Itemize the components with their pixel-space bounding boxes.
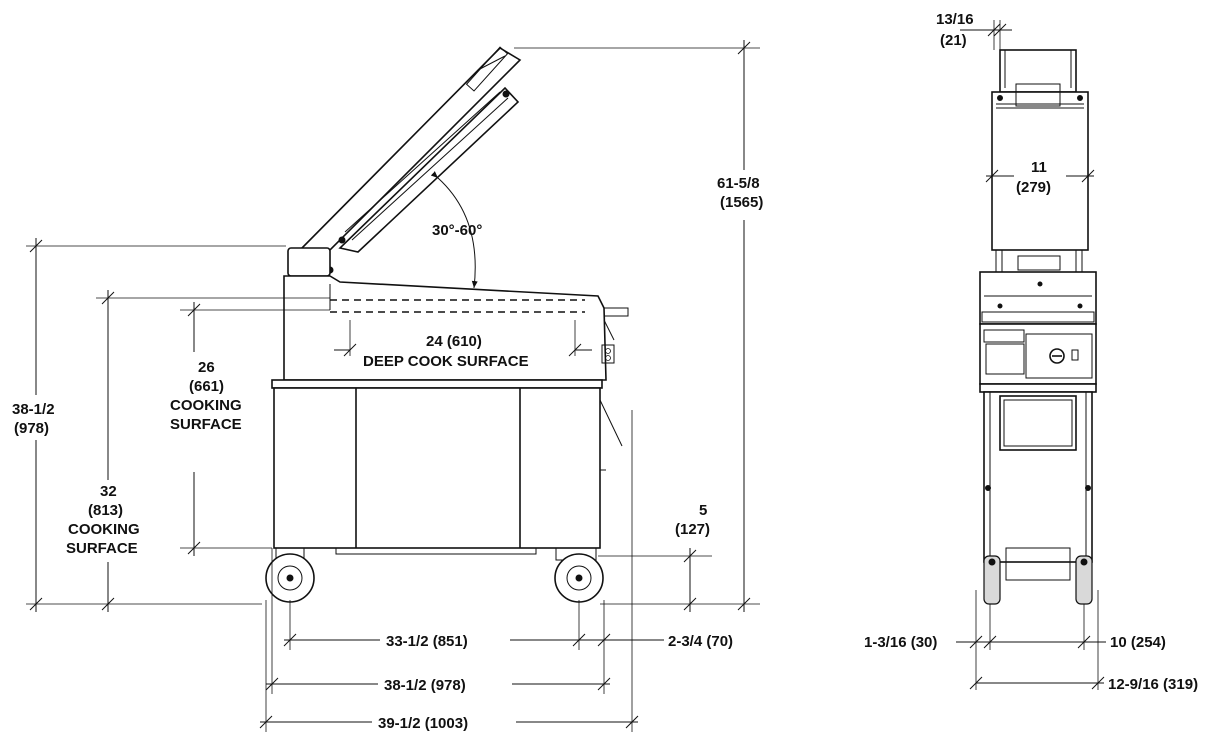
cooking-26-word2: SURFACE <box>170 416 242 433</box>
overall-depth-label: 39-1/2 (1003) <box>378 715 468 732</box>
side-view: 30°-60° 61-5/8 (1565) 38-1/2 (978) 32 (8… <box>12 40 763 732</box>
cooking-26-word1: COOKING <box>170 397 242 414</box>
handle-offset-label: 13/16 <box>936 11 974 28</box>
angle-label: 30°-60° <box>432 222 482 239</box>
raised-platen <box>298 46 522 274</box>
caster-height-label: 5 <box>699 502 707 519</box>
cooking-32-label: 32 <box>100 483 117 500</box>
overall-height-mm: (1565) <box>720 194 763 211</box>
deep-cook-label: 24 (610) <box>426 333 482 350</box>
overall-height-label: 61-5/8 <box>717 175 760 192</box>
cooking-32-word1: COOKING <box>68 521 140 538</box>
deep-cook-word: DEEP COOK SURFACE <box>363 353 529 370</box>
left-offset-label: 1-3/16 (30) <box>864 634 937 651</box>
caster-height-mm: (127) <box>675 521 710 538</box>
wheelbase-label: 33-1/2 (851) <box>386 633 468 650</box>
overall-width-label: 12-9/16 (319) <box>1108 676 1198 693</box>
body-depth-label: 38-1/2 (978) <box>384 677 466 694</box>
side-casters <box>265 547 604 603</box>
total-height-label: 38-1/2 <box>12 401 55 418</box>
platen-width-mm: (279) <box>1016 179 1051 196</box>
cooking-26-label: 26 <box>198 359 215 376</box>
handle-offset-mm: (21) <box>940 32 967 49</box>
front-offset-label: 2-3/4 (70) <box>668 633 733 650</box>
cooking-26-mm: (661) <box>189 378 224 395</box>
front-view: 13/16 (21) 11 (279) 1-3/16 (30) 10 (254)… <box>864 11 1198 693</box>
total-height-mm: (978) <box>14 420 49 437</box>
cooking-32-word2: SURFACE <box>66 540 138 557</box>
cabinet <box>271 379 623 555</box>
platen-width-label: 11 <box>1031 159 1047 176</box>
caster-spacing-label: 10 (254) <box>1110 634 1166 651</box>
cooking-32-mm: (813) <box>88 502 123 519</box>
